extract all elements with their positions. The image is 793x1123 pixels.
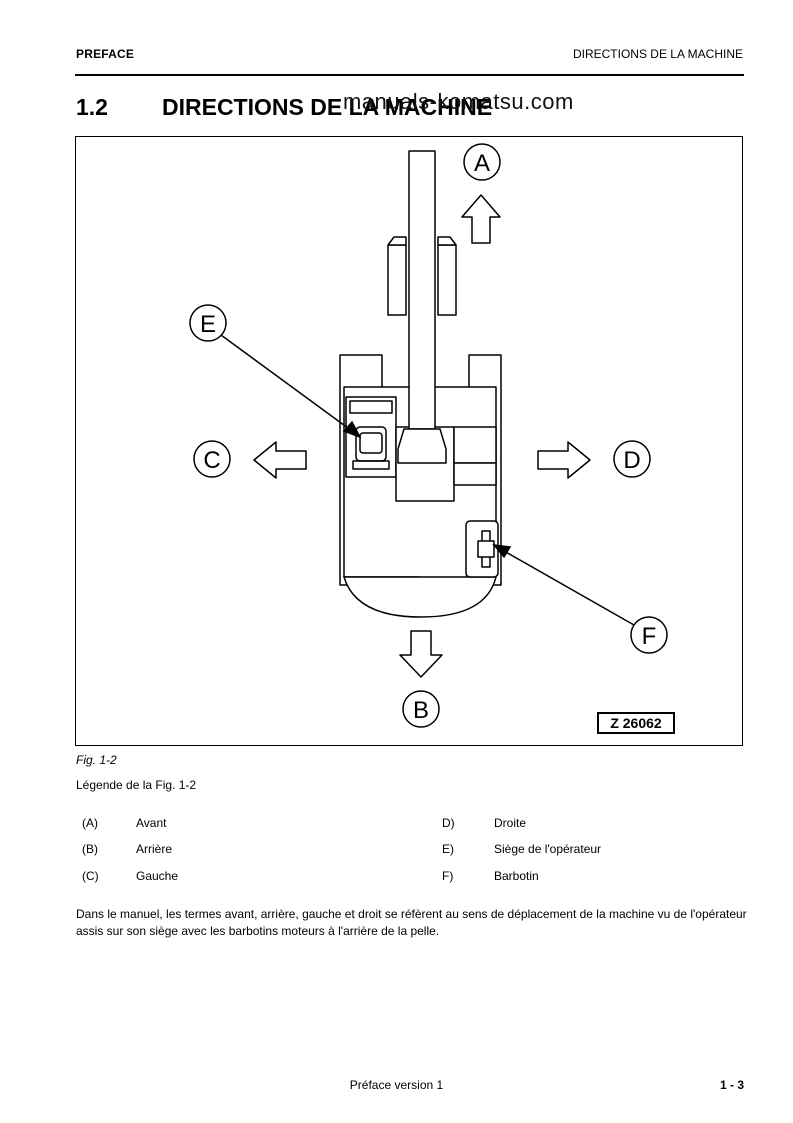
legend-label-a: Avant: [136, 816, 167, 830]
legend-key-b: (B): [82, 842, 98, 856]
label-circle-e: [189, 304, 227, 342]
boom-cylinder: [397, 428, 447, 464]
legend-label-f: Barbotin: [494, 869, 539, 883]
legend-label-c: Gauche: [136, 869, 179, 883]
legend-key-c: (C): [82, 869, 99, 883]
label-circle-d: [613, 440, 651, 478]
label-a: A: [474, 150, 490, 177]
front-bracket: [387, 244, 407, 316]
figure-caption: Fig. 1-2: [76, 753, 117, 767]
header-rule: [75, 74, 744, 76]
legend-title: Légende de la Fig. 1-2: [76, 778, 197, 792]
leader-e: [220, 334, 353, 432]
arrow-down-icon: [399, 630, 443, 678]
legend-key-a: (A): [82, 816, 98, 830]
figure-code-box: [597, 712, 675, 734]
section-number: 1.2: [76, 94, 108, 120]
label-c: C: [203, 447, 220, 474]
arrow-left-icon: [253, 441, 307, 479]
legend-label-e: Siège de l'opérateur: [494, 842, 602, 856]
footer-version: Préface version 1: [349, 1078, 444, 1092]
engine-block: [453, 426, 497, 464]
label-circle-b: [402, 690, 440, 728]
watermark: manuals-komatsu.com: [343, 89, 574, 114]
leader-f: [503, 550, 635, 626]
figure-frame: A B C D E F Z 26062: [75, 136, 743, 746]
legend-label-d: Droite: [494, 816, 527, 830]
label-b: B: [413, 697, 429, 724]
arrow-up-icon: [461, 194, 501, 244]
label-d: D: [623, 447, 640, 474]
header-right: DIRECTIONS DE LA MACHINE: [572, 47, 743, 61]
body-paragraph: Dans le manuel, les termes avant, arrièr…: [76, 907, 747, 938]
figure-code: Z 26062: [610, 715, 662, 731]
legend-key-d: D): [442, 816, 455, 830]
label-circle-f: [630, 616, 668, 654]
boom: [408, 150, 436, 430]
label-f: F: [642, 623, 657, 650]
legend-key-e: E): [442, 842, 454, 856]
legend-key-f: F): [442, 869, 454, 883]
label-circle-a: [463, 143, 501, 181]
machine-diagram: A B C D E F Z 26062: [189, 143, 675, 734]
legend-label-b: Arrière: [136, 842, 173, 856]
counterweight: [343, 576, 497, 618]
label-circle-c: [193, 440, 231, 478]
label-e: E: [200, 311, 216, 338]
arrow-right-icon: [537, 441, 591, 479]
header-left: PREFACE: [76, 47, 135, 61]
section-title: DIRECTIONS DE LA MACHINE: [162, 94, 493, 120]
footer-page-number: 1 - 3: [719, 1078, 744, 1092]
